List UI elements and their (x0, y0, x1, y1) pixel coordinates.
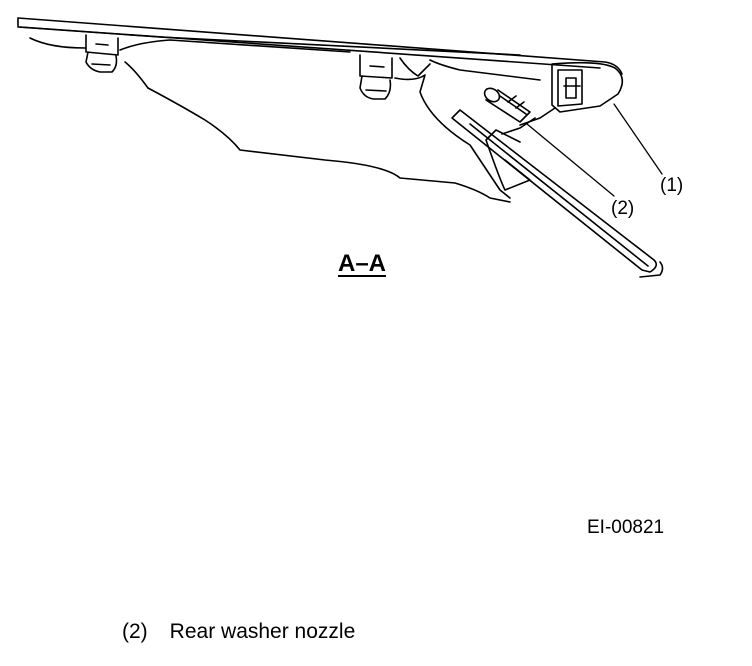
clip-left (85, 34, 119, 73)
callout-label-1: (1) (660, 175, 684, 196)
rear-glass (451, 109, 664, 278)
leader-lines (526, 103, 663, 197)
inner-panel (29, 37, 541, 203)
corner-molding (519, 61, 624, 126)
leader-line-2 (526, 123, 615, 197)
legend-item-number: (2) (122, 620, 148, 643)
washer-nozzle (483, 87, 536, 135)
figure-id: EI-00821 (587, 517, 665, 538)
clip-middle (359, 54, 431, 100)
leader-line-1 (613, 103, 663, 175)
roof-panel (17, 17, 623, 75)
legend: (2) Rear washer nozzle (122, 620, 355, 644)
section-title: A–A (338, 250, 387, 277)
callout-label-2: (2) (611, 198, 635, 219)
legend-item-label: Rear washer nozzle (169, 620, 356, 643)
